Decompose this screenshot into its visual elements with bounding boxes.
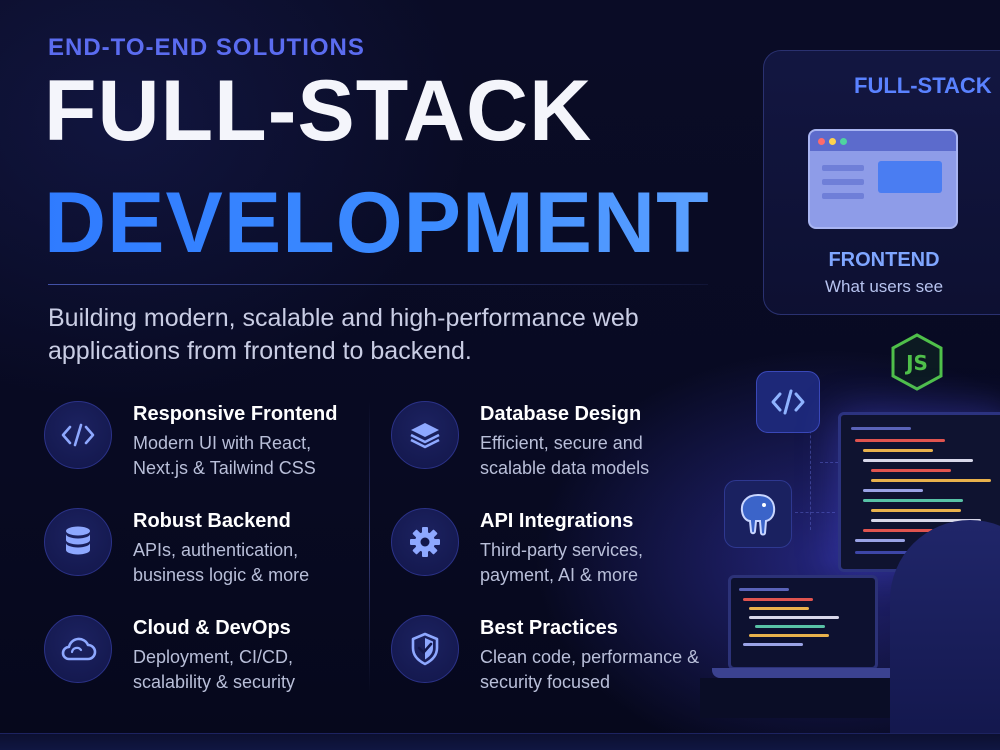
feature-cloud-devops: Cloud & DevOps Deployment, CI/CD, scalab…: [44, 615, 344, 705]
bottom-strip: [0, 733, 1000, 750]
feature-description: Modern UI with React, Next.js & Tailwind…: [133, 433, 316, 478]
feature-database-design: Database Design Efficient, secure and sc…: [391, 401, 691, 491]
feature-description: APIs, authentication, business logic & m…: [133, 540, 310, 585]
svg-text:JS: JS: [904, 351, 928, 375]
full-stack-card: FULL-STACK FRONTEND What users see: [763, 50, 1000, 315]
cloud-icon: [44, 615, 112, 683]
feature-title: Robust Backend: [133, 510, 291, 532]
feature-title: API Integrations: [480, 510, 634, 532]
postgres-elephant-icon: [724, 480, 792, 548]
feature-description: Efficient, secure and scalable data mode…: [480, 433, 650, 478]
frontend-sublabel: What users see: [824, 277, 944, 296]
laptop-base: [712, 668, 897, 678]
code-badge-icon: [756, 371, 820, 433]
feature-title: Responsive Frontend: [133, 403, 338, 425]
eyebrow-text: END-TO-END SOLUTIONS: [48, 34, 365, 61]
headline-line-2: DEVELOPMENT: [44, 175, 710, 271]
feature-title: Best Practices: [480, 617, 618, 639]
connector-line: [795, 512, 835, 513]
browser-window-icon: [808, 129, 958, 229]
layers-icon: [391, 401, 459, 469]
gear-icon: [391, 508, 459, 576]
feature-description: Clean code, performance & security focus…: [480, 647, 700, 692]
connector-line: [810, 410, 811, 530]
feature-best-practices: Best Practices Clean code, performance &…: [391, 615, 699, 705]
hero-subtitle: Building modern, scalable and high-perfo…: [48, 304, 639, 365]
frontend-label: FRONTEND: [828, 249, 940, 271]
feature-column-divider: [369, 402, 370, 692]
laptop: [728, 575, 878, 670]
code-brackets-icon: [44, 401, 112, 469]
feature-title: Cloud & DevOps: [133, 617, 291, 639]
shield-check-icon: [391, 615, 459, 683]
headline-line-1: FULL-STACK: [44, 63, 593, 159]
js-icon: JS: [888, 333, 946, 391]
feature-robust-backend: Robust Backend APIs, authentication, bus…: [44, 508, 344, 598]
headline-divider: [48, 284, 708, 285]
database-icon: [44, 508, 112, 576]
feature-responsive-frontend: Responsive Frontend Modern UI with React…: [44, 401, 344, 491]
feature-description: Deployment, CI/CD, scalability & securit…: [133, 647, 296, 692]
feature-description: Third-party services, payment, AI & more: [480, 540, 644, 585]
feature-api-integrations: API Integrations Third-party services, p…: [391, 508, 691, 598]
full-stack-card-title: FULL-STACK: [854, 73, 992, 98]
developer-silhouette: [890, 520, 1000, 750]
feature-title: Database Design: [480, 403, 642, 425]
